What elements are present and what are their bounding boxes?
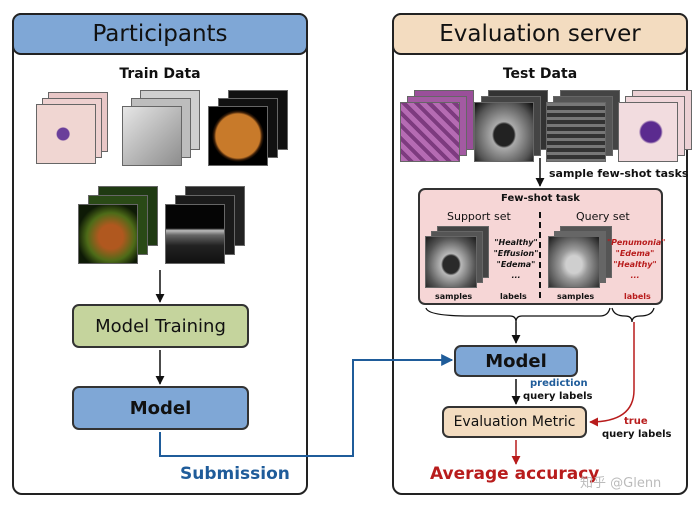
- query-class-more: ...: [630, 271, 640, 280]
- query-class-3: "Healthy": [613, 260, 657, 269]
- query-labels-label: labels: [624, 292, 651, 301]
- submission-label: Submission: [180, 464, 290, 484]
- prediction-label: prediction: [530, 378, 588, 389]
- support-query-brace: [425, 307, 611, 323]
- server-model-text: Model: [485, 350, 547, 372]
- participant-model-text: Model: [129, 397, 192, 419]
- sample-tasks-label: sample few-shot tasks: [549, 167, 689, 180]
- support-class-more: ...: [511, 271, 521, 280]
- support-labels-label: labels: [500, 292, 527, 301]
- support-class-1: "Healthy": [494, 238, 538, 247]
- server-model-box: Model: [454, 345, 578, 377]
- labels-brace: [611, 307, 655, 323]
- arrow-true-labels-to-metric: [589, 322, 635, 427]
- evaluation-server-title-text: Evaluation server: [439, 21, 641, 47]
- predicted-query-labels-label: query labels: [523, 391, 593, 402]
- evaluation-metric-box: Evaluation Metric: [442, 406, 587, 438]
- support-class-3: "Edema": [496, 260, 536, 269]
- support-set-label: Support set: [447, 210, 511, 223]
- submission-arrow: [159, 354, 454, 457]
- query-class-2: "Edema": [615, 249, 655, 258]
- test-data-label: Test Data: [502, 66, 578, 82]
- query-class-1: "Penumonia": [607, 238, 666, 247]
- average-accuracy-label: Average accuracy: [430, 464, 600, 484]
- few-shot-task-title: Few-shot task: [501, 193, 580, 204]
- true-label: true: [624, 416, 648, 427]
- support-class-2: "Effusion": [493, 249, 539, 258]
- evaluation-metric-text: Evaluation Metric: [453, 414, 576, 430]
- query-set-label: Query set: [576, 210, 630, 223]
- evaluation-server-title: Evaluation server: [392, 13, 688, 55]
- participants-title: Participants: [12, 13, 308, 55]
- train-data-label: Train Data: [119, 66, 201, 82]
- query-samples-label: samples: [557, 292, 595, 301]
- true-query-labels-label: query labels: [602, 429, 672, 440]
- participant-model-box: Model: [72, 386, 249, 430]
- support-samples-label: samples: [435, 292, 473, 301]
- model-training-text: Model Training: [95, 315, 226, 337]
- participants-title-text: Participants: [92, 21, 228, 47]
- model-training-box: Model Training: [72, 304, 249, 348]
- watermark: 知乎 @Glenn: [580, 476, 662, 491]
